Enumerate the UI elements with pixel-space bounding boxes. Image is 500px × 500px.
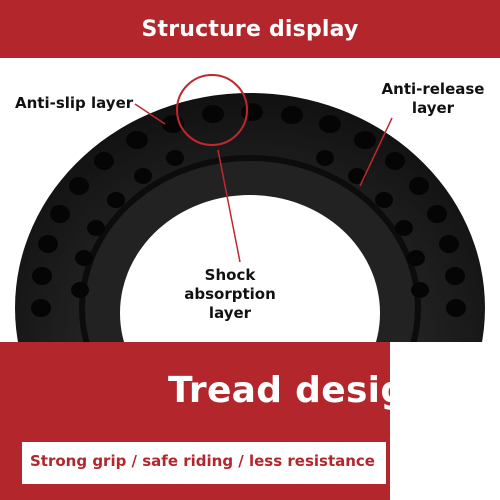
callout-line-antislip [134,103,166,125]
tread-title: Tread design [168,370,433,411]
highlight-circle [176,74,248,146]
header-title: Structure display [141,16,359,42]
tread-subtitle: Strong grip / safe riding / less resista… [30,452,375,470]
callout-line-shock [217,149,241,263]
tread-divider [168,424,386,432]
header-banner: Structure display [0,0,500,58]
label-anti-slip-layer: Anti-slip layer [15,94,134,112]
callout-line-antirelease [359,117,393,187]
honeycomb-holes [31,103,466,317]
label-anti-release-layer: Anti-release layer [381,80,485,117]
tread-panel-corner [390,342,500,500]
tread-subtitle-box [22,442,386,484]
label-shock-absorption-layer: Shock absorption layer [184,266,276,322]
